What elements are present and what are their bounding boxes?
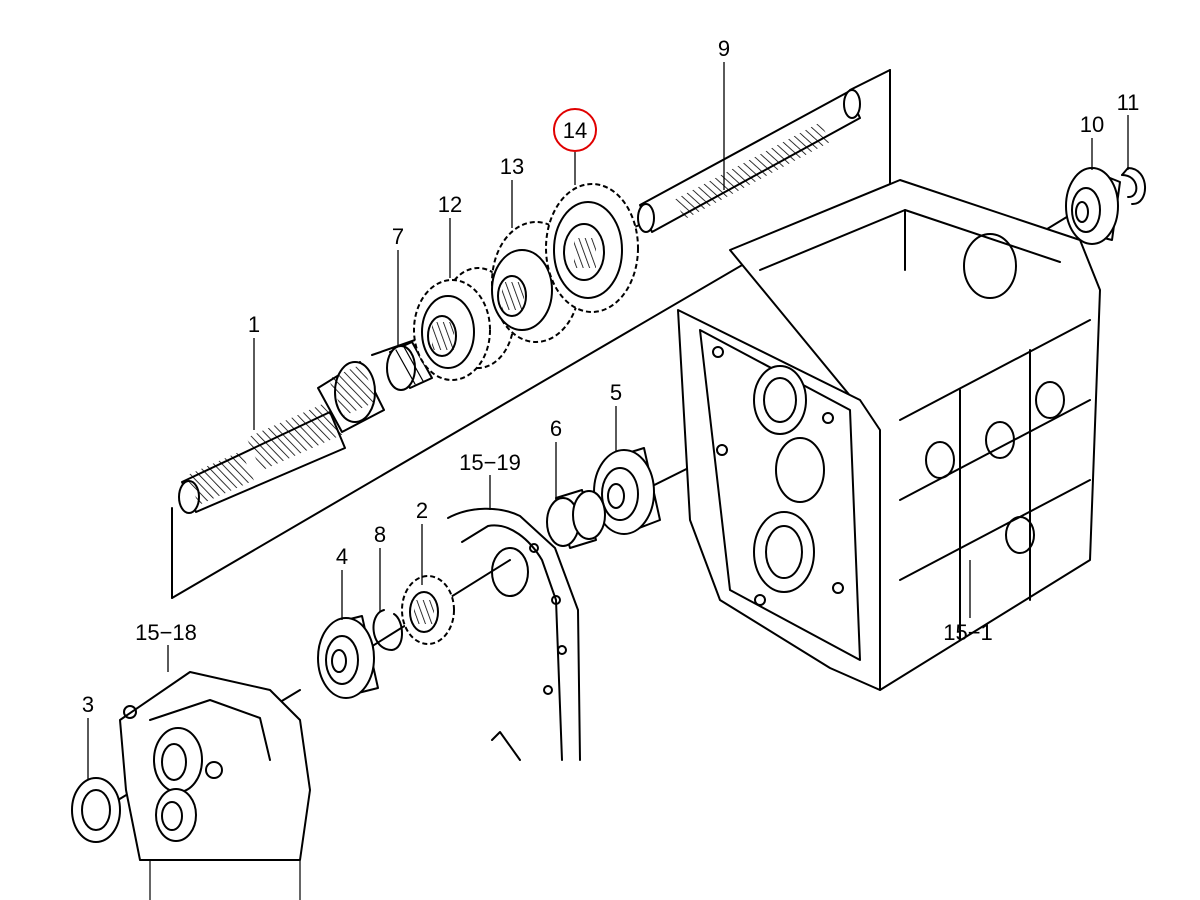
part-7-needle-bearing bbox=[386, 341, 433, 391]
part-15-19-gasket bbox=[447, 507, 581, 761]
part-5-bearing bbox=[593, 447, 661, 535]
part-8-snap-ring bbox=[372, 609, 403, 651]
part-15-1-transmission-case bbox=[677, 179, 1101, 691]
axis-top-short bbox=[849, 69, 891, 91]
label-part-5: 5 bbox=[610, 380, 622, 405]
part-1-input-shaft bbox=[178, 361, 385, 514]
part-10-bearing bbox=[1065, 167, 1121, 245]
label-part-15-19: 15−19 bbox=[459, 450, 521, 475]
part-3-oil-seal bbox=[71, 777, 121, 843]
part-4-bearing bbox=[317, 615, 379, 699]
label-part-11: 11 bbox=[1117, 90, 1140, 115]
label-part-8: 8 bbox=[374, 522, 386, 547]
part-6-spacer bbox=[546, 489, 606, 549]
label-part-2: 2 bbox=[416, 498, 428, 523]
label-part-10: 10 bbox=[1080, 112, 1104, 137]
label-part-4: 4 bbox=[336, 544, 348, 569]
label-part-15-1: 15−1 bbox=[943, 620, 993, 645]
label-part-6: 6 bbox=[550, 416, 562, 441]
label-part-3: 3 bbox=[82, 692, 94, 717]
leader-lines bbox=[87, 62, 1129, 780]
label-part-14: 14 bbox=[563, 118, 587, 143]
axis-front-long bbox=[171, 204, 846, 599]
label-part-9: 9 bbox=[718, 36, 730, 61]
part-number-labels: 1 2 3 4 5 6 7 8 9 10 11 12 13 14 15−1 15… bbox=[82, 36, 1140, 717]
axis-shaft-to-needle bbox=[371, 339, 416, 356]
part-2-gear bbox=[401, 575, 455, 645]
part-14-gear bbox=[545, 183, 639, 313]
part-14-highlight-ring bbox=[553, 108, 597, 152]
label-part-12: 12 bbox=[438, 192, 462, 217]
part-15-18-cover bbox=[119, 671, 311, 900]
part-9-output-shaft bbox=[637, 89, 861, 233]
label-part-7: 7 bbox=[392, 224, 404, 249]
label-part-13: 13 bbox=[500, 154, 524, 179]
label-part-15-18: 15−18 bbox=[135, 620, 197, 645]
label-part-1: 1 bbox=[248, 312, 260, 337]
part-11-snap-ring bbox=[1121, 167, 1146, 206]
